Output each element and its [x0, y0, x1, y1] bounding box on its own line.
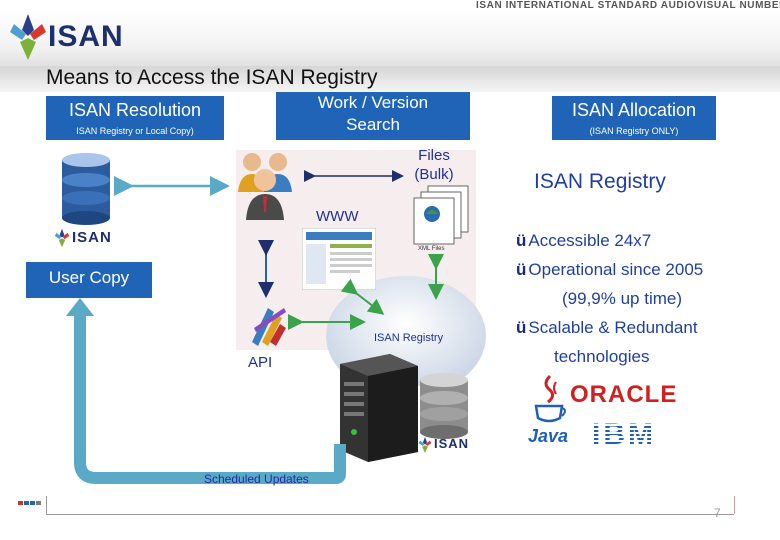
local-database-icon — [62, 153, 110, 225]
arrow-website-registry — [340, 278, 385, 315]
work-version-search-line1: Work / Version — [317, 93, 429, 112]
arrow-scheduled-updates — [74, 316, 346, 484]
check-icon: ü — [516, 231, 527, 250]
scheduled-updates-label: Scheduled Updates — [204, 472, 309, 486]
isan-logo-mark — [10, 14, 46, 60]
server-isan-logo-text: ISAN — [434, 436, 470, 451]
isan-resolution-sublabel: ISAN Registry or Local Copy) — [76, 126, 194, 136]
java-logo: Java — [528, 426, 569, 446]
oracle-logo: ORACLE — [570, 381, 678, 408]
files-label-line2: (Bulk) — [414, 166, 454, 183]
footer-squares — [18, 492, 42, 510]
isan-allocation-box: ISAN Allocation (ISAN Registry ONLY) — [552, 96, 716, 140]
www-label: WWW — [316, 208, 359, 225]
page-number: 7 — [714, 506, 721, 520]
title-bar — [0, 66, 780, 92]
isan-logo: ISAN — [8, 12, 138, 62]
xml-files-icon — [413, 185, 469, 245]
registry-heading: ISAN Registry — [534, 170, 666, 193]
arrow-scheduled-updates-head — [66, 298, 94, 316]
server-icon — [340, 354, 418, 462]
work-version-search-box: Work / Version Search — [276, 92, 470, 140]
check-icon: ü — [516, 318, 527, 337]
isan-allocation-label: ISAN Allocation — [571, 100, 697, 120]
files-label-line1: Files — [418, 147, 450, 164]
registry-database-icon — [420, 373, 468, 439]
isan-resolution-box: ISAN Resolution ISAN Registry or Local C… — [46, 96, 224, 140]
local-isan-logo-text: ISAN — [72, 229, 112, 246]
website-screenshot — [302, 228, 376, 290]
header-background — [0, 10, 780, 72]
footer-divider-left — [46, 496, 47, 514]
local-isan-logo-mark — [54, 228, 70, 248]
user-copy-box: User Copy — [26, 262, 152, 298]
feature-continuation: technologies — [554, 347, 650, 366]
footer-divider-right — [734, 496, 735, 514]
server-isan-logo: ISAN — [418, 436, 478, 454]
work-version-search-line2: Search — [346, 115, 400, 134]
files-bulk-label: Files (Bulk) — [404, 146, 464, 184]
users-icon — [238, 153, 292, 220]
isan-resolution-label: ISAN Resolution — [68, 100, 202, 120]
xml-files-label: XML Files — [418, 246, 445, 252]
java-cup-icon — [534, 374, 566, 423]
ibm-logo: IBM — [592, 418, 656, 451]
check-icon: ü — [516, 260, 527, 279]
server-isan-logo-mark — [418, 436, 432, 454]
slide-title: Means to Access the ISAN Registry — [46, 66, 378, 89]
api-label: API — [248, 354, 273, 371]
isan-logo-text: ISAN — [48, 20, 124, 53]
api-tools-icon — [252, 308, 286, 346]
org-name: ISAN INTERNATIONAL STANDARD AUDIOVISUAL … — [476, 0, 780, 11]
feature-continuation: (99,9% up time) — [562, 289, 682, 308]
isan-registry-diagram-label: ISAN Registry — [374, 332, 444, 344]
local-isan-logo: ISAN — [54, 228, 124, 250]
isan-allocation-sublabel: (ISAN Registry ONLY) — [589, 126, 679, 136]
footer-divider — [46, 514, 734, 515]
user-copy-label: User Copy — [48, 268, 130, 287]
